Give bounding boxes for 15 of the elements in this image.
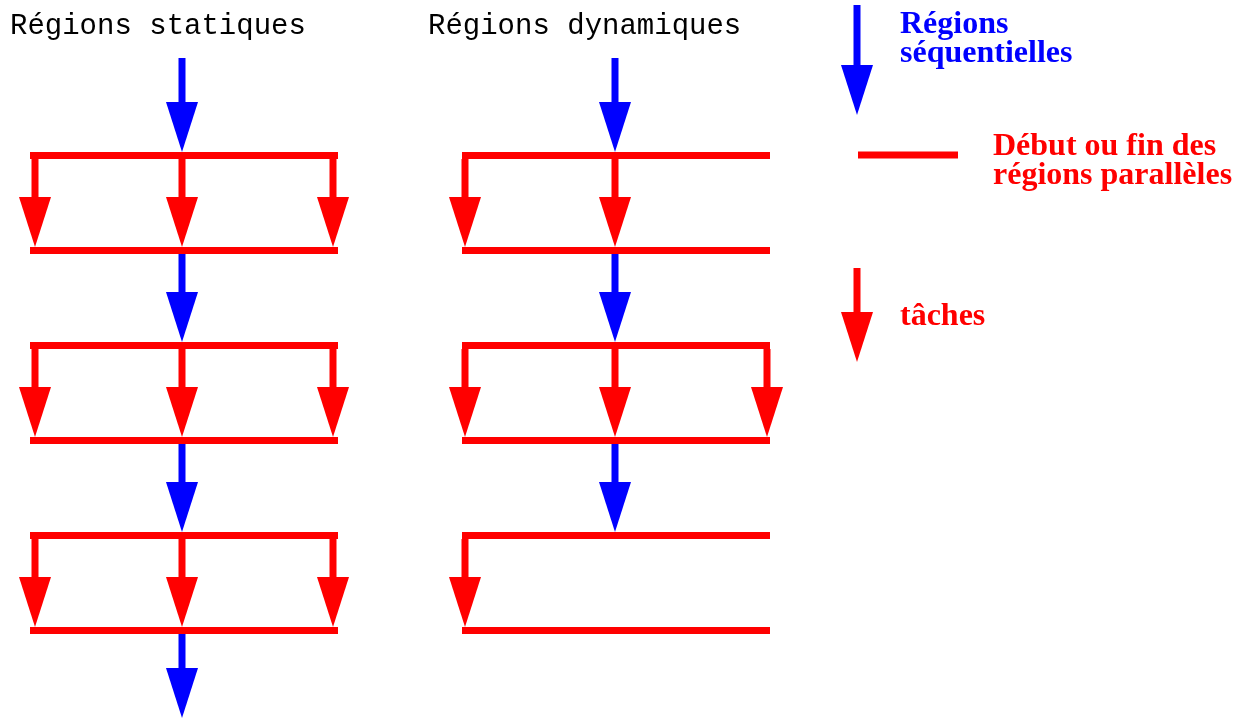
fork-join-bar	[462, 627, 770, 634]
fork-join-bar	[30, 152, 338, 159]
fork-join-bar	[462, 437, 770, 444]
fork-join-bar	[30, 437, 338, 444]
fork-join-bar	[30, 532, 338, 539]
column-heading: Régions statiques	[10, 10, 306, 44]
fork-join-bar	[30, 627, 338, 634]
fork-join-bar	[462, 342, 770, 349]
legend-text: tâches	[900, 300, 987, 329]
fork-join-bar	[462, 152, 770, 159]
column-heading: Régions dynamiques	[428, 10, 742, 44]
fork-join-bar	[30, 342, 338, 349]
fork-join-bar	[462, 532, 770, 539]
fork-join-bar	[462, 247, 770, 254]
fork-join-bar	[30, 247, 338, 254]
